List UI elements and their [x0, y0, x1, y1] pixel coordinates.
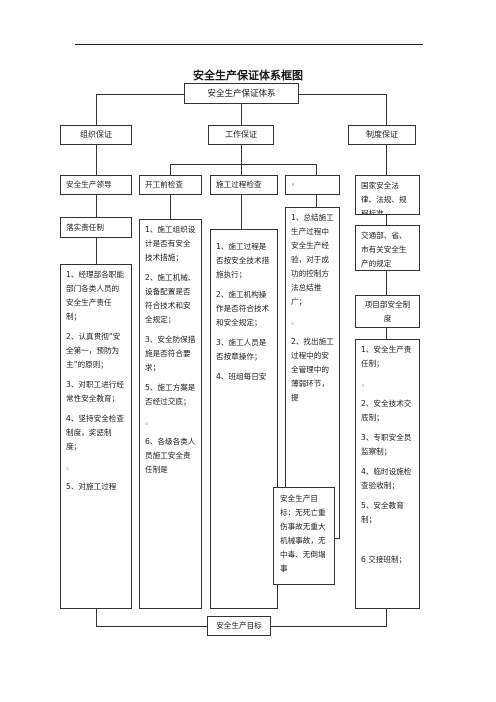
precheck-label: 开工前检查	[145, 180, 183, 189]
system-guarantee-label: 制度保证	[366, 130, 398, 139]
connector	[386, 94, 387, 125]
national-law-box: 国家安全法律、法规、规程标准	[355, 175, 420, 215]
duty-box: 落实责任制	[60, 217, 132, 238]
list-item: 3、安全防保措施是否符合要求；	[145, 335, 196, 372]
list-item: 3、施工人员是否按章操作；	[216, 338, 267, 361]
connector	[170, 164, 171, 175]
connector	[386, 328, 387, 339]
root-label: 安全生产保证体系	[207, 88, 276, 99]
safety-leader-label: 安全生产领导	[66, 180, 112, 189]
process-check-box: 施工过程检查	[210, 175, 278, 195]
connector	[386, 215, 387, 225]
regulations-box: 交通部、省、市有关安全生产的规定	[355, 225, 420, 271]
process-items-box: 1、施工过程是否按安全技术措施执行； 2、施工机构操作是否符合技术和安全规定； …	[210, 229, 278, 609]
list-item: 3、对职工进行经常性安全教育；	[66, 380, 124, 403]
list-item: 。	[291, 317, 299, 326]
process-check-label: 施工过程检查	[216, 180, 262, 189]
connector	[386, 144, 387, 175]
summary-items-box: 1、总结施工生产过程中安全生产经验，对于成功的控制方法总结推广； 。 2、找出施…	[285, 207, 340, 539]
project-system-label: 项目部安全制度	[364, 299, 411, 323]
list-item: 5、对施工过程	[66, 482, 117, 491]
blank-header-label: ，	[291, 178, 299, 187]
connector	[96, 609, 97, 627]
system-items-box: 1、安全生产责任制； ， 2、安全技术交底制； 3、专职安全员监察制； 4、临时…	[355, 339, 420, 609]
connector	[316, 195, 317, 207]
connector	[298, 94, 386, 95]
list-item: 2、施工机械、设备配置是否符合技术和安全规定；	[145, 273, 196, 324]
target-label: 安全生产目标：无死亡重伤事故无重大机械事故，无中毒、无倒塌事	[280, 494, 326, 573]
org-guarantee-label: 组织保证	[80, 130, 112, 139]
list-item: 1、施工过程是否按安全技术措施执行；	[216, 242, 270, 279]
list-item: 5、安全教育制；	[361, 501, 404, 524]
connector	[241, 144, 242, 175]
connector	[96, 626, 207, 627]
list-item: 。	[66, 462, 74, 471]
list-item: 1、总结施工生产过程中安全生产经验，对于成功的控制方法总结推广；	[291, 213, 334, 306]
root-box: 安全生产保证体系	[184, 83, 299, 104]
connector	[270, 626, 387, 627]
list-item	[361, 533, 414, 547]
list-item: 2、认真贯彻“安全第一，预防为主”的原则；	[66, 332, 121, 369]
org-guarantee-box: 组织保证	[60, 125, 132, 145]
duty-label: 落实责任制	[66, 222, 104, 232]
connector	[96, 94, 97, 125]
list-item: 2、施工机构操作是否符合技术和安全规定；	[216, 290, 270, 327]
list-item: 2、安全技术交底制；	[361, 399, 412, 422]
connector	[316, 164, 317, 175]
list-item: 4、临时设施检查验收制；	[361, 467, 412, 490]
list-item: 4、坚持安全检查制度，奖惩制度；	[66, 414, 124, 451]
work-guarantee-box: 工作保证	[208, 125, 274, 145]
connector	[386, 271, 387, 295]
work-guarantee-label: 工作保证	[225, 130, 257, 139]
project-system-box: 项目部安全制度	[355, 295, 420, 328]
precheck-box: 开工前检查	[139, 175, 202, 195]
connector	[96, 238, 97, 264]
list-item: 1、施工组织设计是否有安全技术措施；	[145, 225, 196, 262]
national-law-label: 国家安全法律、法规、规程标准	[361, 181, 407, 215]
list-item: ，	[361, 379, 369, 388]
list-item: 6 交接班制；	[361, 555, 407, 564]
system-guarantee-box: 制度保证	[348, 125, 416, 145]
list-item: 1、经理部各职能部门各类人员的安全生产责任制；	[66, 270, 124, 321]
safety-goal-label: 安全生产目标	[216, 621, 262, 630]
regulations-label: 交通部、省、市有关安全生产的规定	[361, 231, 407, 268]
connector	[241, 195, 242, 229]
header-rule	[75, 44, 423, 45]
page-title: 安全生产保证体系框图	[193, 69, 303, 82]
connector	[170, 195, 171, 219]
connector	[96, 94, 185, 95]
connector	[96, 144, 97, 175]
connector	[241, 103, 242, 125]
list-item: 2、找出施工过程中的安全管理中的薄弱环节，提	[291, 337, 334, 402]
precheck-items-box: 1、施工组织设计是否有安全技术措施； 2、施工机械、设备配置是否符合技术和安全规…	[139, 219, 202, 609]
safety-goal-box: 安全生产目标	[207, 616, 271, 636]
list-item: 1、安全生产责任制；	[361, 345, 412, 368]
safety-leader-box: 安全生产领导	[60, 175, 132, 195]
list-item: 3、专职安全员监察制；	[361, 433, 412, 456]
blank-header-box: ，	[285, 175, 340, 195]
list-item: 。	[145, 417, 153, 426]
org-items-box: 1、经理部各职能部门各类人员的安全生产责任制； 2、认真贯彻“安全第一，预防为主…	[60, 264, 132, 609]
list-item: 4、班组每日安	[216, 372, 267, 381]
list-item: 6、各级各类人员施工安全责任制是	[145, 437, 196, 474]
target-box: 安全生产目标：无死亡重伤事故无重大机械事故，无中毒、无倒塌事	[273, 487, 335, 585]
connector	[386, 609, 387, 627]
list-item: 5、施工方案是否经过交底；	[145, 383, 196, 406]
connector	[170, 164, 316, 165]
connector	[96, 195, 97, 217]
